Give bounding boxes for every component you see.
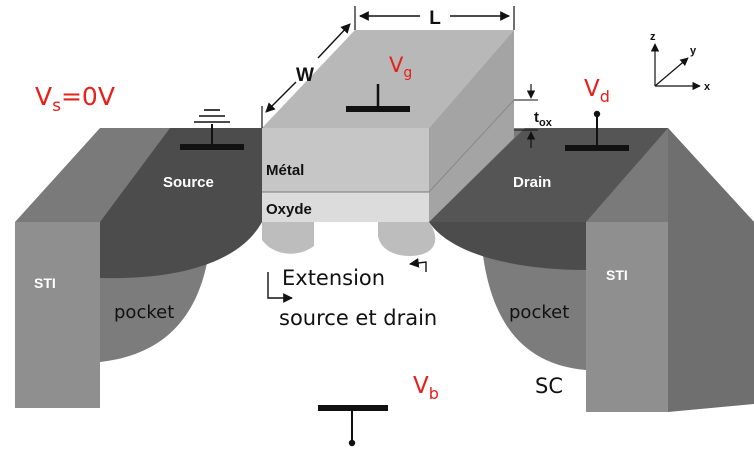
metal-label: Métal: [266, 162, 304, 179]
axis-y-label: y: [690, 45, 697, 57]
metal-layer: [262, 128, 429, 192]
width-arrow-down: [265, 81, 297, 113]
gate-contact-pad: [346, 106, 410, 112]
width-arrow-up: [317, 23, 351, 59]
source-label: Source: [163, 174, 214, 191]
oxide-layer: [262, 192, 429, 222]
extension-arrow-right: [409, 258, 427, 272]
gate-voltage-label: Vg: [389, 53, 412, 81]
drain-region: [429, 222, 586, 270]
pocket-left-label: pocket: [114, 302, 174, 323]
oxide-label: Oxyde: [266, 201, 312, 218]
drain-voltage-label: Vd: [584, 76, 610, 106]
gate-length-label: L: [429, 8, 441, 29]
extension-arrow-left: [267, 272, 293, 303]
source-contact-pad: [180, 144, 244, 150]
extension-label-line2: source et drain: [279, 306, 437, 330]
extension-right: [378, 222, 436, 256]
substrate-right-face: [668, 128, 754, 412]
axes-icon: [650, 43, 701, 91]
source-voltage-label: Vs=0V: [35, 82, 115, 116]
axis-x-label: x: [704, 81, 711, 93]
source-region: [100, 128, 262, 279]
bulk-contact-terminal: [348, 439, 356, 447]
gate-right-face: [429, 30, 514, 222]
drain-label: Drain: [513, 174, 551, 191]
bulk-contact-pad: [318, 405, 388, 411]
sti-left-block: [15, 222, 101, 408]
ground-icon: [194, 109, 230, 123]
extension-label-line1: Extension: [282, 266, 385, 290]
sti-right-block: [586, 222, 668, 412]
gate-width-label: W: [296, 65, 314, 86]
drain-contact-terminal: [593, 110, 601, 118]
gate-top: [262, 30, 514, 128]
extension-left: [262, 222, 314, 254]
bulk-voltage-label: Vb: [413, 373, 439, 403]
drain-top-surface: [429, 128, 668, 222]
axis-z-label: z: [650, 31, 656, 43]
substrate-label: SC: [535, 374, 563, 398]
sti-left-label: STI: [34, 275, 56, 291]
sti-right-label: STI: [606, 267, 628, 283]
pocket-right-label: pocket: [509, 302, 569, 323]
tox-label: tox: [534, 109, 553, 129]
drain-contact-pad: [565, 145, 629, 151]
